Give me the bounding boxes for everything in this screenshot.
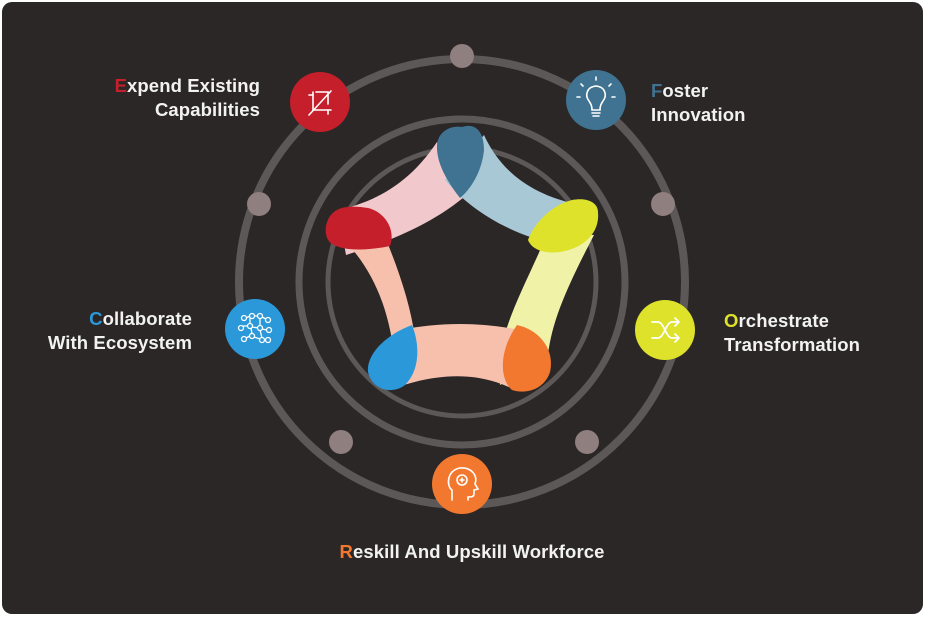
initial-foster: F: [651, 80, 663, 101]
head-gear-icon: [447, 467, 480, 501]
label-foster: Foster Innovation: [651, 79, 851, 127]
lightbulb-icon: [576, 76, 616, 117]
label-foster-line1: oster: [662, 80, 709, 101]
tip-sky-blue: [367, 325, 418, 391]
ring-dot: [651, 192, 675, 216]
ring-dot: [329, 430, 353, 454]
node-foster: [566, 70, 626, 130]
label-expend-line2: Capabilities: [154, 99, 260, 120]
ring-dot: [575, 430, 599, 454]
initial-expend: E: [114, 75, 128, 96]
middle-ring: [295, 115, 629, 449]
label-orchestrate: Orchestrate Transformation: [724, 309, 914, 357]
center-star: [325, 125, 599, 392]
ring-dot: [247, 192, 271, 216]
initial-collaborate: C: [89, 308, 103, 329]
tip-red: [325, 206, 392, 250]
label-orchestrate-line2: Transformation: [724, 334, 861, 355]
tip-steel-blue: [436, 125, 484, 198]
initial-reskill: R: [339, 541, 353, 562]
label-expend-line1: xpend Existing: [127, 75, 260, 96]
tip-yellow: [528, 199, 599, 253]
label-orchestrate-line1: rchestrate: [738, 310, 829, 331]
label-collaborate-line1: ollaborate: [102, 308, 192, 329]
label-reskill-line1: eskill And Upskill Workforce: [352, 541, 605, 562]
network-icon: [237, 312, 273, 344]
label-collaborate-line2: With Ecosystem: [47, 332, 192, 353]
ring-dot: [450, 44, 474, 68]
node-expend: [290, 72, 350, 132]
initial-orchestrate: O: [724, 310, 739, 331]
node-collaborate: [225, 299, 285, 359]
tip-orange: [502, 325, 551, 392]
shuffle-icon: [651, 317, 680, 343]
label-collaborate: Collaborate With Ecosystem: [12, 307, 192, 355]
band-salmon-left: [340, 225, 415, 340]
label-expend: Expend Existing Capabilities: [80, 74, 260, 122]
crop-icon: [308, 90, 332, 116]
band-salmon-bottom: [395, 324, 520, 390]
label-foster-line2: Innovation: [651, 104, 746, 125]
node-orchestrate: [635, 300, 695, 360]
label-reskill: Reskill And Upskill Workforce: [262, 540, 682, 564]
node-reskill: [432, 454, 492, 514]
